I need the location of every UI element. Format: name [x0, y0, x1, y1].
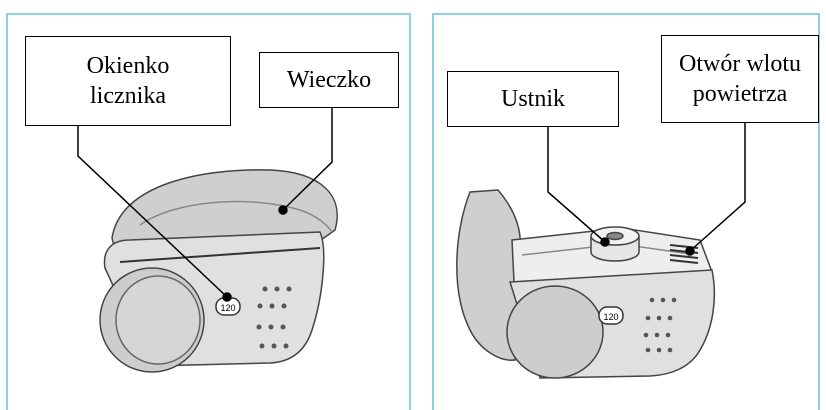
mouthpiece-label: Ustnik	[447, 71, 619, 127]
open-inhaler	[456, 189, 716, 379]
vent-dots	[256, 286, 292, 349]
left-leader-lines	[77, 108, 333, 302]
open-lid	[456, 189, 522, 361]
counter-number-right: 120	[603, 312, 618, 322]
air-inlet-leader-line	[689, 123, 746, 252]
counter-window-label: Okienko licznika	[25, 36, 231, 126]
counter-leader-line	[77, 126, 228, 298]
vent-dots-open	[643, 297, 677, 353]
counter-window-open	[598, 306, 624, 325]
mouthpiece-leader-line	[547, 127, 606, 243]
side-cap-open	[506, 285, 604, 379]
lid-leader-line	[282, 108, 333, 211]
counter-number-left: 120	[220, 303, 235, 313]
lid-label: Wieczko	[259, 52, 399, 108]
right-leader-lines	[547, 123, 746, 256]
air-inlet-label: Otwór wlotu powietrza	[661, 35, 819, 123]
closed-inhaler	[99, 169, 338, 373]
